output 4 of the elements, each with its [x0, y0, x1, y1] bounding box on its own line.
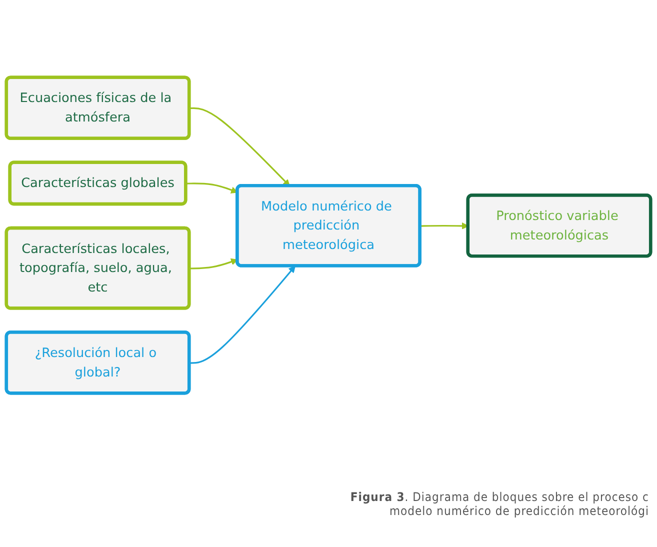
- figure-caption: Figura 3. Diagrama de bloques sobre el proceso c modelo numérico de predicción meteorológi: [349, 490, 649, 518]
- arrow: [189, 266, 296, 364]
- arrow: [186, 182, 238, 194]
- arrow: [189, 258, 238, 270]
